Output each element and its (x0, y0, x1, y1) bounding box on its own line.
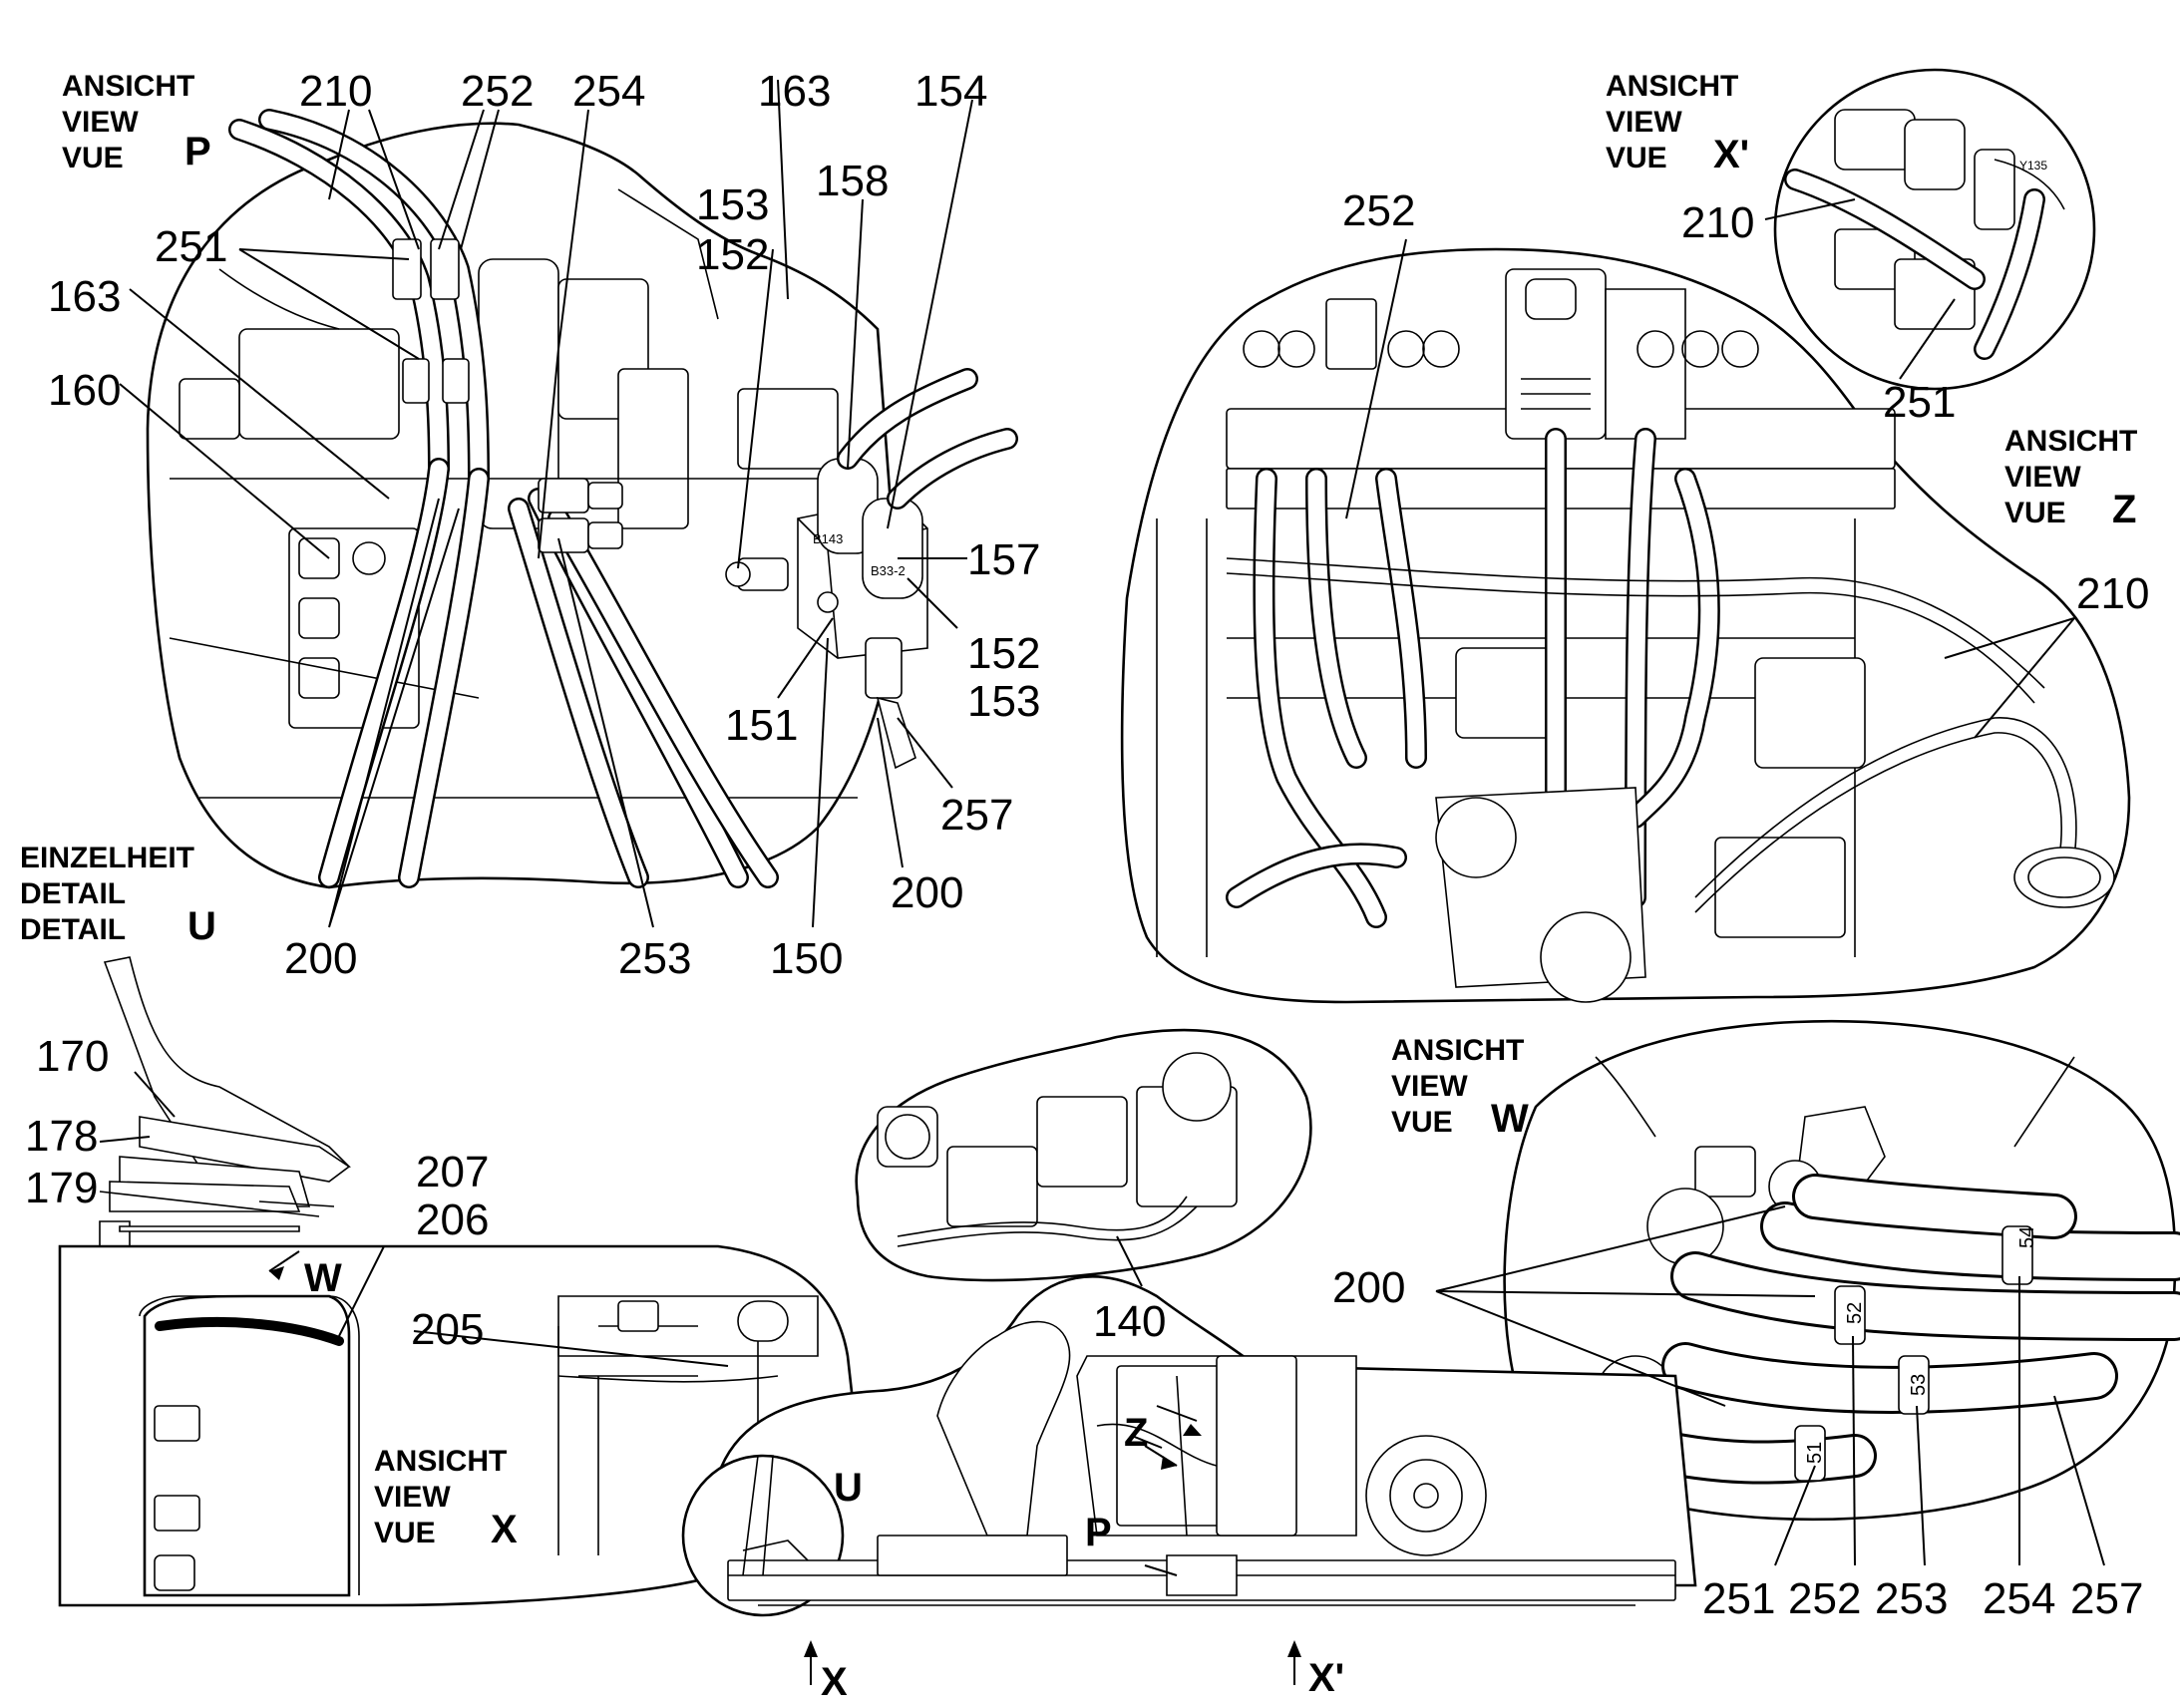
marker-x: X (821, 1660, 848, 1704)
callout-163-top: 163 (758, 67, 831, 116)
leader-lines (99, 79, 2105, 1576)
callout-207: 207 (416, 1148, 489, 1196)
callout-200-left: 200 (284, 934, 357, 983)
callout-252-z: 252 (1342, 186, 1415, 235)
view-x-line2: VIEW (374, 1481, 451, 1514)
view-z-line1: ANSICHT (2004, 425, 2137, 458)
view-p-line3: VUE (62, 142, 124, 174)
callout-170: 170 (36, 1032, 109, 1081)
detail-u-line1: EINZELHEIT (20, 842, 194, 874)
callout-210-x-prime: 210 (1681, 198, 1754, 247)
callout-252-w: 252 (1788, 1574, 1861, 1623)
tag-y135: Y135 (2019, 159, 2047, 172)
callout-200-w: 200 (1332, 1263, 1405, 1312)
callout-157: 157 (967, 535, 1040, 584)
view-xp-line1: ANSICHT (1606, 70, 1738, 103)
callout-153-upper: 153 (696, 180, 769, 229)
view-w-line1: ANSICHT (1391, 1034, 1524, 1067)
callout-252-p: 252 (461, 67, 534, 116)
view-z-line3: VUE (2004, 497, 2066, 529)
callout-numbers: 210 252 254 163 154 153 152 158 251 163 … (25, 67, 2149, 1623)
marker-w: W (304, 1256, 342, 1300)
callout-152-lower: 152 (967, 629, 1040, 678)
tag-hose-53: 53 (1908, 1374, 1930, 1396)
view-w-heading: ANSICHT VIEW VUE W (1391, 1034, 1529, 1141)
detail-u-heading: EINZELHEIT DETAIL DETAIL U (20, 842, 216, 948)
callout-254-w: 254 (1983, 1574, 2055, 1623)
view-x-prime-illustration: Y135 (1773, 68, 2096, 391)
detail-u-line3: DETAIL (20, 913, 126, 946)
callout-200-right: 200 (891, 868, 963, 917)
view-x-line1: ANSICHT (374, 1445, 507, 1478)
overview-markers: U Z P W X X' (304, 1256, 1344, 1704)
view-z-letter: Z (2112, 488, 2136, 531)
view-w-line2: VIEW (1391, 1070, 1468, 1103)
callout-251-w: 251 (1702, 1574, 1775, 1623)
view-x-illustration (58, 1244, 860, 1607)
callout-254-p: 254 (572, 67, 645, 116)
view-z-line2: VIEW (2004, 461, 2081, 494)
callout-150: 150 (770, 934, 843, 983)
overview-machine-illustration (681, 1275, 1697, 1617)
callout-210-z: 210 (2076, 569, 2149, 618)
view-z-illustration (1120, 247, 2131, 1004)
view-p-letter: P (184, 130, 211, 173)
view-xp-line2: VIEW (1606, 106, 1682, 139)
view-p-illustration: B143 B33-2 (146, 109, 1018, 889)
marker-x-prime: X' (1308, 1656, 1344, 1700)
tag-b33: B33-2 (871, 563, 906, 578)
detail-u-letter: U (187, 904, 216, 948)
view-xp-letter: X' (1713, 133, 1749, 176)
marker-p: P (1085, 1511, 1112, 1554)
callout-206: 206 (416, 1196, 489, 1244)
callout-253-p: 253 (618, 934, 691, 983)
tag-hose-52: 52 (1844, 1302, 1866, 1324)
view-z-heading: ANSICHT VIEW VUE Z (2004, 425, 2137, 531)
view-p-line2: VIEW (62, 106, 139, 139)
callout-257-p: 257 (940, 791, 1013, 840)
detail-u-illustration (99, 956, 351, 1247)
view-x-line3: VUE (374, 1517, 436, 1549)
view-w-line3: VUE (1391, 1106, 1453, 1139)
callout-151: 151 (725, 701, 798, 750)
view-x-heading: ANSICHT VIEW VUE X (374, 1445, 518, 1551)
marker-z: Z (1124, 1411, 1148, 1455)
callout-205: 205 (411, 1305, 484, 1354)
tag-b143: B143 (813, 531, 843, 546)
callout-251-x-prime: 251 (1883, 378, 1956, 427)
view-x-prime-heading: ANSICHT VIEW VUE X' (1606, 70, 1749, 176)
callout-253-w: 253 (1875, 1574, 1948, 1623)
callout-152-upper: 152 (696, 230, 769, 279)
arrowheads (269, 1266, 1301, 1685)
callout-179: 179 (25, 1164, 98, 1212)
view-p-heading: ANSICHT VIEW VUE P (62, 70, 211, 174)
callout-153-lower: 153 (967, 677, 1040, 726)
callout-178: 178 (25, 1112, 98, 1161)
view-x-letter: X (491, 1508, 518, 1551)
detail-140-illustration (855, 1028, 1312, 1282)
marker-u: U (834, 1466, 863, 1510)
callout-163-left: 163 (48, 272, 121, 321)
callout-251-p: 251 (155, 222, 227, 271)
tag-hose-51: 51 (1804, 1442, 1826, 1464)
callout-160: 160 (48, 366, 121, 415)
view-w-letter: W (1491, 1097, 1529, 1141)
callout-140: 140 (1093, 1297, 1166, 1346)
callout-210-p: 210 (299, 67, 372, 116)
tag-hose-54: 54 (2016, 1226, 2038, 1248)
view-xp-line3: VUE (1606, 142, 1667, 174)
callout-257-w: 257 (2070, 1574, 2143, 1623)
callout-154: 154 (914, 67, 987, 116)
detail-u-line2: DETAIL (20, 877, 126, 910)
view-p-line1: ANSICHT (62, 70, 194, 103)
callout-158: 158 (816, 157, 889, 205)
